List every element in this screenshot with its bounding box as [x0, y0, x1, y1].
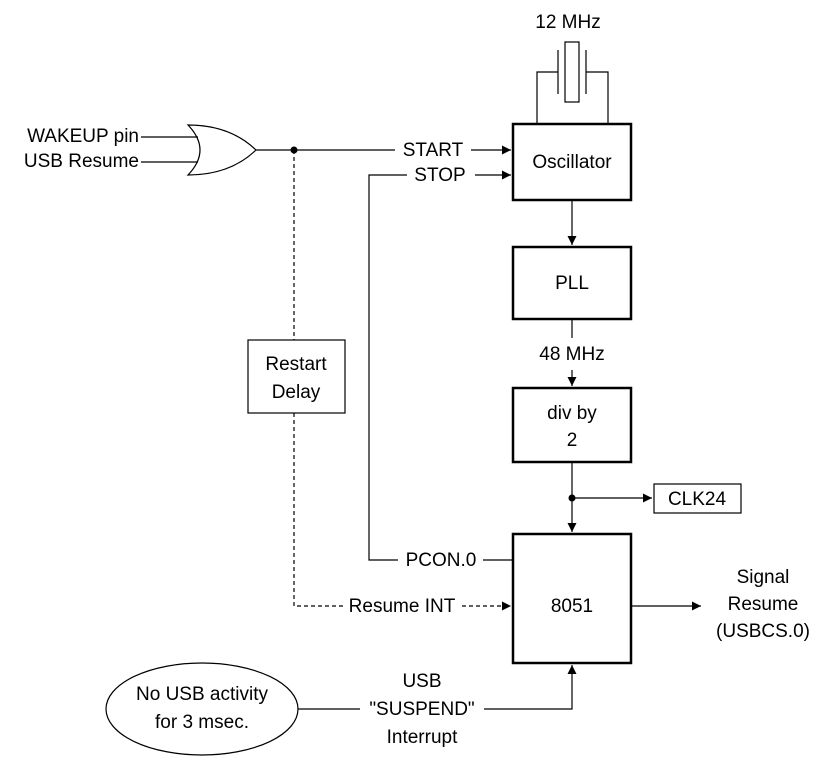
no-usb-activity-label-2: for 3 msec. [155, 712, 249, 733]
restart-delay-box [247, 339, 346, 414]
clk24-label: CLK24 [668, 489, 727, 510]
cpu-8051-label: 8051 [551, 596, 593, 617]
cpu-8051-block [511, 532, 633, 665]
stop-label: STOP [414, 165, 465, 186]
suspend-interrupt-label-2: "SUSPEND" [369, 699, 474, 720]
suspend-interrupt-label-3: Interrupt [387, 727, 458, 748]
crystal-symbol [536, 41, 609, 124]
usb-resume-label: USB Resume [24, 151, 139, 172]
wakeup-pin-label: WAKEUP pin [27, 126, 139, 147]
oscillator-block [511, 122, 633, 202]
or-gate [186, 124, 257, 176]
stop-wire [368, 174, 407, 561]
pll-label: PLL [555, 273, 589, 294]
oscillator-label: Oscillator [532, 152, 612, 173]
restart-delay-label-1: Restart [265, 354, 327, 375]
pll-output-frequency: 48 MHz [539, 344, 604, 365]
divider-label-2: 2 [567, 430, 578, 451]
divider-label-1: div by [547, 403, 597, 424]
no-usb-activity-label-1: No USB activity [136, 684, 268, 705]
crystal-frequency-label: 12 MHz [535, 12, 600, 33]
resume-int-label: Resume INT [349, 596, 456, 617]
divider-block [511, 386, 633, 464]
clk24-box [653, 483, 742, 514]
pcon-label: PCON.0 [406, 550, 477, 571]
start-label: START [403, 140, 464, 161]
signal-resume-label-1: Signal [737, 567, 790, 588]
suspend-interrupt-label-1: USB [402, 671, 441, 692]
restart-delay-label-2: Delay [272, 382, 321, 403]
dashed-wire-lower [293, 413, 343, 607]
no-usb-activity-ellipse [105, 662, 299, 756]
signal-resume-label-2: Resume [728, 594, 799, 615]
signal-resume-label-3: (USBCS.0) [716, 621, 810, 642]
suspend-interrupt-arrow [484, 665, 577, 710]
